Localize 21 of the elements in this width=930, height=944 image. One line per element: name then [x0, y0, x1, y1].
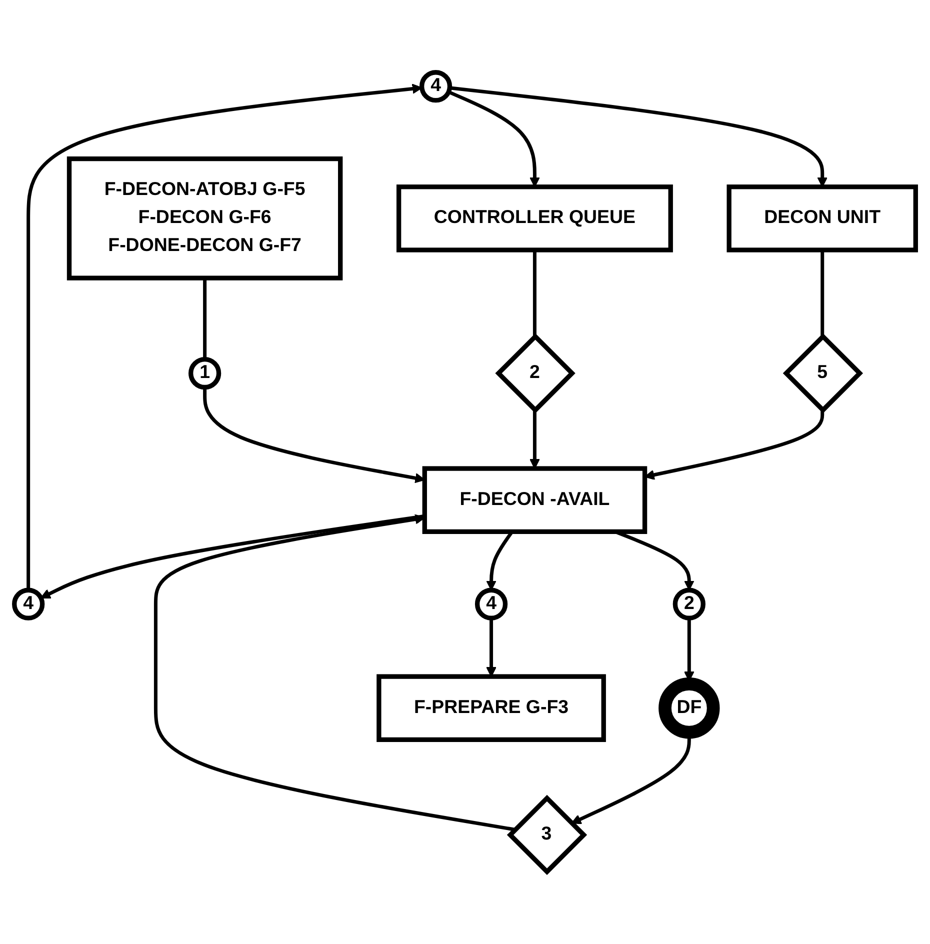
node-box: F-DECON-ATOBJ G-F5 F-DECON G-F6 F-DONE-DECON G-F7: [66, 156, 343, 280]
node-circle: 4: [474, 588, 508, 620]
node-box: F-PREPARE G-F3: [376, 674, 606, 742]
node-circle: 4: [12, 588, 45, 620]
node-diamond: 3: [506, 794, 588, 875]
connector: [532, 250, 536, 336]
node-box: F-DECON -AVAIL: [422, 466, 648, 534]
arrow: [530, 410, 540, 469]
node-diamond: 5: [782, 333, 864, 414]
node-box: CONTROLLER QUEUE: [396, 184, 673, 252]
connector: [820, 250, 824, 336]
arrow: [26, 84, 422, 590]
node-circle: DF: [658, 678, 720, 739]
node-box: DECON UNIT: [726, 184, 918, 252]
node-diamond: 2: [495, 333, 576, 414]
connector: [203, 278, 207, 360]
node-circle: 1: [188, 356, 222, 390]
node-circle: 2: [672, 588, 706, 620]
node-circle: 4: [419, 70, 452, 103]
arrow: [486, 618, 496, 677]
arrow: [154, 514, 516, 832]
